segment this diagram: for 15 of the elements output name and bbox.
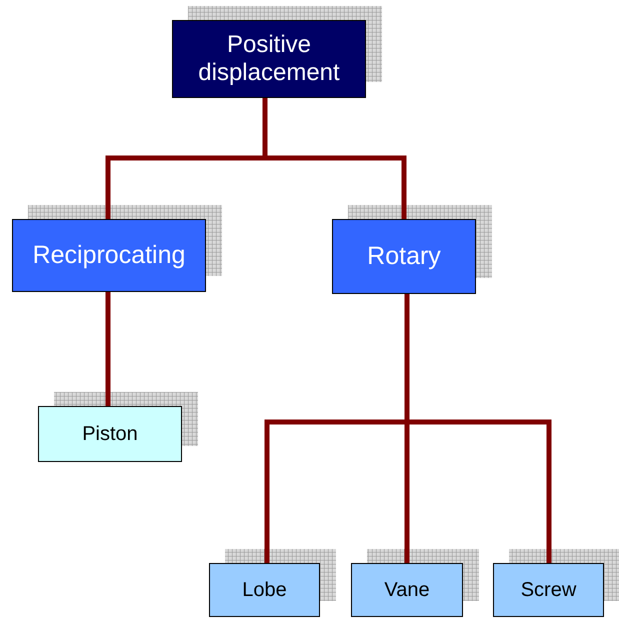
category-box — [12, 219, 206, 292]
type-box — [351, 563, 463, 617]
category-box — [332, 219, 476, 294]
node-label: Positive displacement — [197, 31, 341, 87]
category-box — [172, 20, 366, 98]
type-box — [493, 563, 604, 617]
node-label: Lobe — [242, 578, 287, 602]
node-label: Screw — [520, 578, 576, 602]
node-label: Reciprocating — [32, 241, 186, 270]
node-label: Rotary — [367, 242, 441, 271]
type-box — [38, 406, 182, 462]
connector-line — [106, 292, 110, 406]
type-box — [209, 563, 320, 617]
node-label: Vane — [384, 578, 430, 602]
node-label: Piston — [82, 422, 138, 446]
